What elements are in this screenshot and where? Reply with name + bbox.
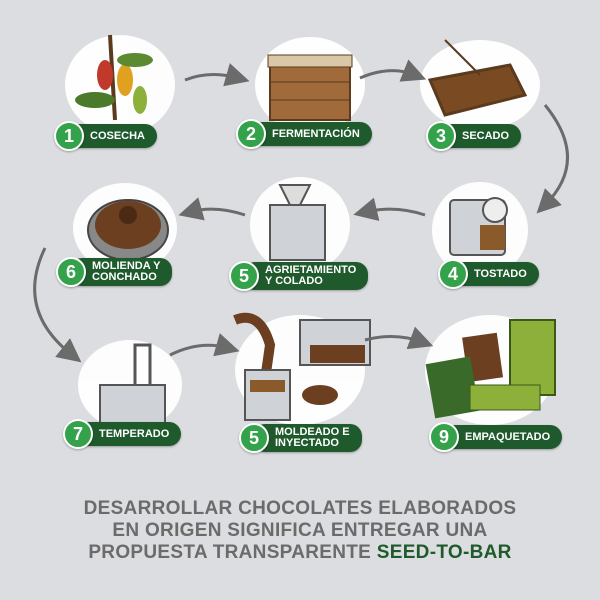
- fermentation-crate-icon: [267, 54, 353, 121]
- arrow-2-3: [359, 59, 427, 82]
- cacao-tree-icon: [75, 34, 153, 121]
- arrow-8-9: [364, 326, 434, 350]
- step-number-badge: 6: [56, 257, 86, 287]
- step-number-badge: 1: [54, 121, 84, 151]
- step-number-badge: 9: [429, 422, 459, 452]
- molding-machine-icon: [233, 312, 371, 421]
- tagline-line2: EN ORIGEN SIGNIFICA ENTREGAR UNA: [112, 520, 488, 541]
- step-label: FERMENTACIÓN: [272, 127, 360, 140]
- step-label: TOSTADO: [474, 267, 527, 280]
- melanger-bowl-icon: [87, 199, 169, 261]
- packaging-icon: [425, 319, 556, 419]
- step-label-line2: CONCHADO: [92, 271, 157, 283]
- tagline-line3: PROPUESTA TRANSPARENTE SEED-TO-BAR: [0, 542, 600, 564]
- step-2-fermentacion: 2 FERMENTACIÓN: [236, 119, 372, 149]
- step-3-secado: 3 SECADO: [426, 121, 522, 151]
- step-label: COSECHA: [90, 129, 146, 142]
- step-number-badge: 5: [239, 423, 269, 453]
- step-1-cosecha: 1 COSECHA: [54, 121, 158, 151]
- arrow-4-5: [353, 197, 426, 221]
- step-label-line1: MOLDEADO E: [275, 426, 350, 438]
- footer-tagline: DESARROLLAR CHOCOLATES ELABORADOS EN ORI…: [0, 498, 600, 564]
- step-number-badge: 3: [426, 121, 456, 151]
- arrow-6-7: [33, 247, 82, 363]
- step-label: SECADO: [462, 129, 510, 142]
- arrow-3-4: [536, 104, 569, 214]
- step-9-empaquetado: 9 EMPAQUETADO: [429, 422, 563, 452]
- step-label-line1: AGRIETAMIENTO: [265, 264, 357, 276]
- step-label-line2: Y COLADO: [265, 275, 323, 287]
- arrow-7-8: [169, 333, 240, 357]
- step-label-line1: MOLIENDA Y: [92, 260, 161, 272]
- flow-arrows: [33, 59, 569, 363]
- cracking-machine-icon: [269, 184, 326, 261]
- tagline-line1: DESARROLLAR CHOCOLATES ELABORADOS: [83, 498, 517, 519]
- step-4-tostado: 4 TOSTADO: [438, 259, 539, 289]
- step-label: EMPAQUETADO: [465, 430, 551, 443]
- step-7-temperado: 7 TEMPERADO: [63, 419, 182, 449]
- arrow-1-2: [184, 63, 250, 87]
- tempering-machine-icon: [99, 343, 166, 426]
- step-number-badge: 4: [438, 259, 468, 289]
- seed-to-bar-highlight: SEED-TO-BAR: [376, 542, 512, 563]
- step-number-badge: 5: [229, 261, 259, 291]
- drying-bed-icon: [427, 39, 528, 117]
- tagline-line3-text: PROPUESTA TRANSPARENTE: [88, 542, 372, 563]
- step-label: TEMPERADO: [99, 427, 170, 440]
- arrow-5-6: [178, 197, 246, 221]
- roaster-machine-icon: [449, 197, 508, 256]
- step-number-badge: 7: [63, 419, 93, 449]
- step-label-line2: INYECTADO: [275, 437, 339, 449]
- step-number-badge: 2: [236, 119, 266, 149]
